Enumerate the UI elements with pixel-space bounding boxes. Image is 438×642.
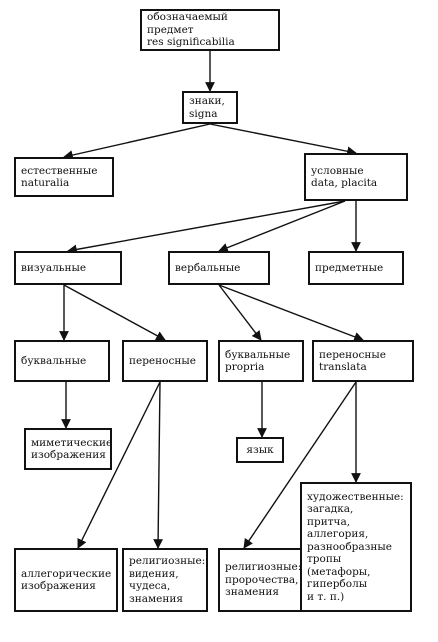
- edge-conventional-to-verbal: [218, 200, 346, 253]
- node-signs: знаки, signa: [182, 91, 238, 124]
- node-natural: естественные naturalia: [14, 157, 114, 197]
- edge-verbal-to-verb-figurative: [218, 284, 364, 342]
- edge-vis-figurative-to-allegorical: [77, 381, 161, 549]
- node-allegorical: аллегорические изображения: [14, 548, 118, 612]
- node-language: язык: [236, 437, 284, 463]
- node-verbal-literal: буквальные propria: [218, 340, 304, 382]
- edge-conventional-to-visual: [67, 200, 346, 255]
- edge-signs-to-natural: [63, 123, 211, 160]
- node-visual: визуальные: [14, 251, 122, 285]
- node-artistic: художественные: загадка, притча, аллегор…: [300, 482, 412, 612]
- node-religious-prophecies: религиозные: пророчества, знамения: [218, 548, 304, 612]
- node-visual-figurative: переносные: [122, 340, 208, 382]
- edge-vis-figurative-to-religious-visions: [153, 381, 164, 549]
- node-object: обозначаемый предмет res significabilia: [140, 9, 280, 51]
- node-conventional: условные data, placita: [304, 153, 408, 201]
- node-verbal: вербальные: [168, 251, 270, 285]
- edge-visual-to-vis-figurative: [63, 284, 166, 341]
- node-material: предметные: [308, 251, 404, 285]
- node-visual-literal: буквальные: [14, 340, 110, 382]
- node-mimetic: миметические изображения: [24, 428, 112, 470]
- edge-signs-to-conventional: [209, 123, 357, 157]
- node-verbal-figurative: переносные translata: [312, 340, 414, 382]
- node-religious-visions: религиозные: видения, чудеса, знамения: [122, 548, 208, 612]
- edge-verbal-to-verb-literal: [218, 284, 262, 341]
- edge-verb-figurative-to-religious-prophecies: [243, 381, 357, 549]
